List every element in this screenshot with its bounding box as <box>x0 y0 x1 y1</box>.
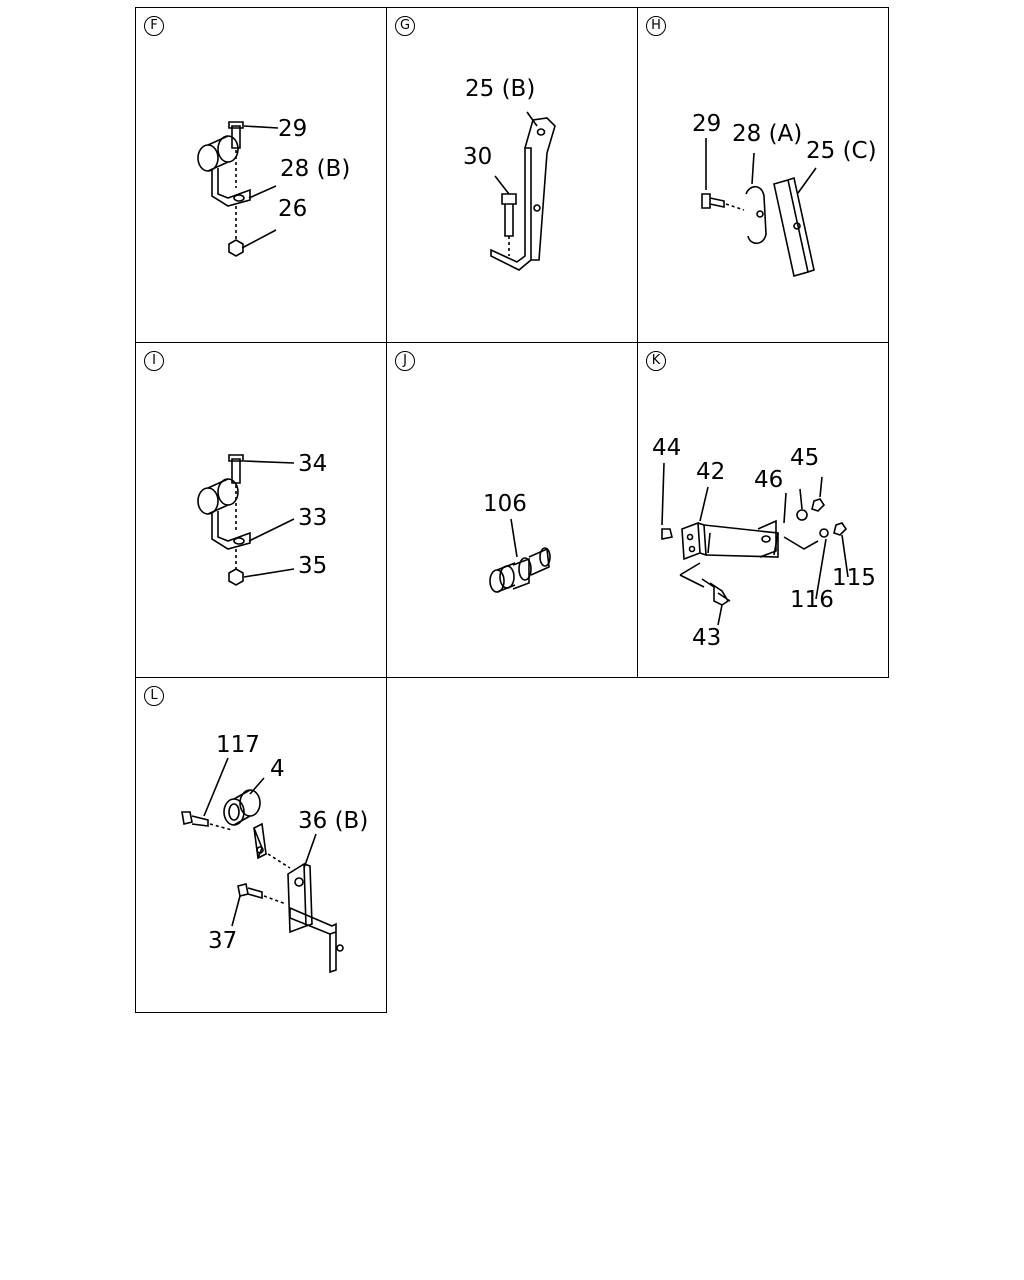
part-label-30: 30 <box>463 144 493 170</box>
panel-k: K 44 42 46 45 115 116 43 <box>637 342 889 678</box>
panel-g-badge: G <box>395 16 415 36</box>
part-label-4: 4 <box>270 756 285 782</box>
union-fitting-j-drawing <box>489 518 551 593</box>
part-label-117: 117 <box>216 732 260 758</box>
panel-h-badge: H <box>646 16 666 36</box>
panel-f: F 29 28 (B) 26 <box>135 7 387 343</box>
part-label-43: 43 <box>692 625 722 651</box>
panel-f-badge: F <box>144 16 164 36</box>
part-label-33: 33 <box>298 505 328 531</box>
clamp-h-drawing <box>701 138 817 278</box>
panel-k-badge: K <box>646 351 666 371</box>
part-label-26: 26 <box>278 196 308 222</box>
panel-j: J 106 <box>386 342 638 678</box>
part-label-28a: 28 (A) <box>732 121 803 147</box>
part-label-46: 46 <box>754 467 784 493</box>
bracket-k-drawing <box>661 462 849 626</box>
part-label-37: 37 <box>208 928 238 954</box>
panel-i: I 34 33 35 <box>135 342 387 678</box>
panel-l-badge: L <box>144 686 164 706</box>
panel-h: H 29 28 (A) 25 (C) <box>637 7 889 343</box>
clip-bracket-i-drawing <box>197 454 295 586</box>
part-label-29-h: 29 <box>692 111 722 137</box>
part-label-45: 45 <box>790 445 820 471</box>
part-label-28b: 28 (B) <box>280 156 351 182</box>
part-label-34: 34 <box>298 451 328 477</box>
bracket-g-drawing <box>490 111 556 271</box>
part-label-116: 116 <box>790 587 834 613</box>
part-label-36b: 36 (B) <box>298 808 369 834</box>
part-label-115: 115 <box>832 565 876 591</box>
part-label-29: 29 <box>278 116 308 142</box>
part-label-35: 35 <box>298 553 328 579</box>
part-label-25b: 25 (B) <box>465 76 536 102</box>
panel-l: L 117 4 36 (B) 37 <box>135 677 387 1013</box>
panel-g: G 25 (B) 30 <box>386 7 638 343</box>
panel-i-badge: I <box>144 351 164 371</box>
part-label-42: 42 <box>696 459 726 485</box>
bracket-l-drawing <box>181 757 344 974</box>
part-label-44: 44 <box>652 435 682 461</box>
panel-j-badge: J <box>395 351 415 371</box>
part-label-106: 106 <box>483 491 527 517</box>
part-label-25c: 25 (C) <box>806 138 877 164</box>
clip-bracket-f-drawing <box>197 121 279 257</box>
